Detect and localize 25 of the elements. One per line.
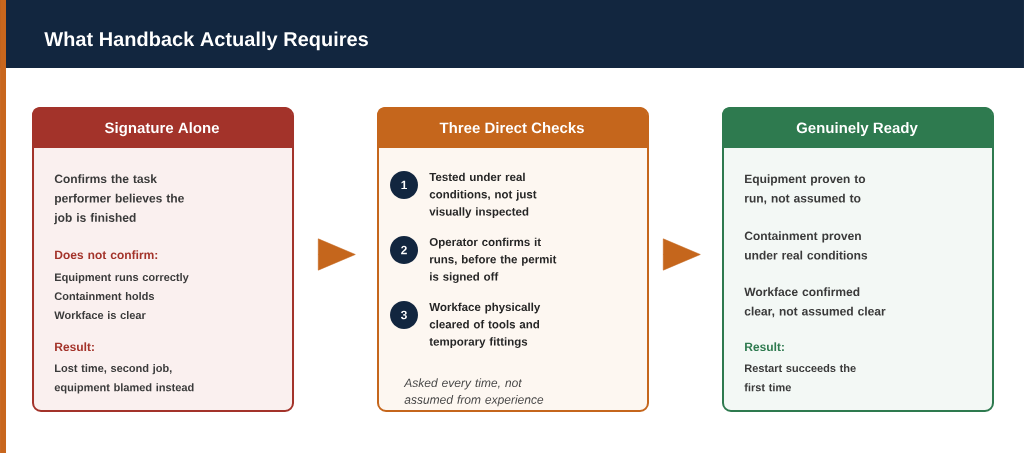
- body-text: Lost time, second job, equipment blamed instead: [54, 364, 194, 394]
- list-item: Containment holds: [54, 292, 155, 301]
- card-header: Three Direct Checks: [377, 107, 647, 148]
- arrow: [317, 238, 356, 271]
- card-header: Signature Alone: [32, 107, 292, 148]
- card-header: Genuinely Ready: [722, 107, 992, 148]
- list-item: Workface is clear: [54, 311, 146, 320]
- body-text: Confirms the task performer believes the job is finished: [54, 174, 184, 225]
- number-badge: 2: [390, 236, 418, 264]
- section-label: Result:: [55, 342, 94, 352]
- body-text: Workface confirmed clear, not assumed clear: [744, 287, 886, 318]
- body-text: Equipment proven to run, not assumed to: [745, 174, 866, 205]
- title: What Handback Actually Requires: [44, 31, 368, 51]
- body-text: Containment proven under real conditions: [744, 231, 868, 260]
- step-text: Tested under real conditions, not just visually inspected: [429, 172, 537, 218]
- list-item: Equipment runs correctly: [55, 273, 189, 284]
- section-label: Does not confirm:: [55, 250, 158, 260]
- section-label: Result:: [745, 342, 784, 352]
- arrow: [662, 238, 701, 271]
- step-text: Operator confirms it runs, before the permit is signed off: [429, 237, 557, 284]
- step-text: Workface physically cleared of tools and temporary fittings: [429, 302, 541, 349]
- note-text: Asked every time, not assumed from experience: [403, 378, 544, 407]
- number-badge: 3: [390, 301, 418, 329]
- number-badge: 1: [390, 171, 418, 199]
- body-text: Restart succeeds the first time: [744, 364, 856, 392]
